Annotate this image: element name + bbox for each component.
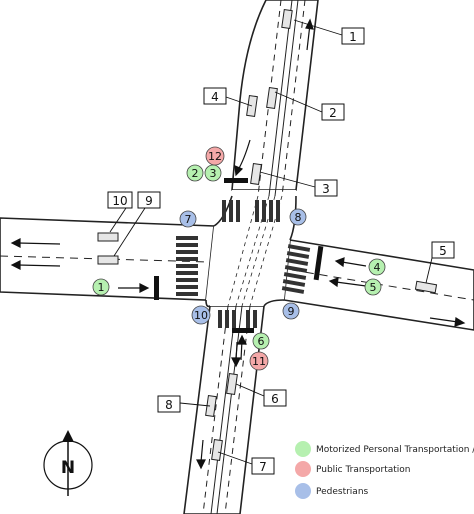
crosswalk-north bbox=[222, 200, 280, 222]
box-label-4: 4 bbox=[211, 90, 219, 104]
label-box-9: 9 bbox=[137, 191, 161, 209]
marker-label-11: 11 bbox=[252, 355, 266, 368]
marker-label-1: 1 bbox=[98, 281, 105, 294]
marker-4: 4 bbox=[368, 258, 386, 276]
legend-label-public: Public Transportation bbox=[316, 465, 410, 475]
marker-5: 5 bbox=[364, 278, 382, 296]
box-label-7: 7 bbox=[259, 460, 267, 474]
marker-8: 8 bbox=[289, 208, 307, 226]
legend-item-public: Public Transportation bbox=[295, 461, 410, 477]
box-label-1: 1 bbox=[349, 30, 357, 44]
box-label-9: 9 bbox=[145, 194, 153, 208]
label-box-4: 4 bbox=[203, 87, 227, 105]
marker-7: 7 bbox=[179, 210, 197, 228]
box-label-2: 2 bbox=[329, 106, 337, 120]
legend-label-pedestrians: Pedestrians bbox=[316, 487, 369, 497]
legend-label-motorized: Motorized Personal Transportation / Bike bbox=[316, 445, 474, 455]
marker-3: 3 bbox=[204, 164, 222, 182]
north-arrow-icon bbox=[62, 430, 74, 442]
label-box-3: 3 bbox=[314, 179, 338, 197]
marker-9: 9 bbox=[282, 302, 300, 320]
marker-label-3: 3 bbox=[210, 167, 217, 180]
marker-12: 12 bbox=[205, 146, 225, 166]
direction-arrows bbox=[10, 18, 466, 470]
label-box-10: 10 bbox=[107, 191, 133, 209]
marker-1: 1 bbox=[92, 278, 110, 296]
crosswalk-south bbox=[218, 310, 257, 328]
box-label-5: 5 bbox=[439, 244, 447, 258]
box-label-10: 10 bbox=[112, 194, 127, 208]
marker-label-5: 5 bbox=[370, 281, 377, 294]
leader-lines bbox=[109, 19, 433, 465]
vehicles bbox=[97, 8, 438, 462]
compass: N bbox=[43, 430, 93, 496]
crosswalk-west bbox=[176, 236, 198, 296]
marker-6: 6 bbox=[252, 332, 270, 350]
compass-north-label: N bbox=[61, 458, 75, 478]
marker-label-10: 10 bbox=[194, 309, 208, 322]
label-box-6: 6 bbox=[263, 389, 287, 407]
marker-10: 10 bbox=[191, 305, 211, 325]
box-label-8: 8 bbox=[165, 398, 173, 412]
marker-2: 2 bbox=[186, 164, 204, 182]
legend-item-motorized: Motorized Personal Transportation / Bike bbox=[295, 441, 474, 457]
marker-label-2: 2 bbox=[192, 167, 199, 180]
marker-label-6: 6 bbox=[258, 335, 265, 348]
label-box-1: 1 bbox=[341, 27, 365, 45]
label-box-8: 8 bbox=[157, 395, 181, 413]
marker-label-7: 7 bbox=[185, 213, 192, 226]
east-center-line bbox=[291, 269, 474, 301]
marker-11: 11 bbox=[249, 351, 269, 371]
label-box-7: 7 bbox=[251, 457, 275, 475]
north-lane-lines bbox=[257, 0, 306, 197]
stop-bars bbox=[154, 178, 324, 333]
intersection-core bbox=[206, 190, 296, 306]
label-box-5: 5 bbox=[431, 241, 455, 259]
marker-label-4: 4 bbox=[374, 261, 381, 274]
south-lane-lines bbox=[202, 305, 251, 514]
label-box-2: 2 bbox=[321, 103, 345, 121]
legend: Motorized Personal Transportation / Bike… bbox=[295, 441, 474, 499]
marker-label-9: 9 bbox=[288, 305, 295, 318]
box-label-6: 6 bbox=[271, 392, 279, 406]
marker-label-8: 8 bbox=[295, 211, 302, 224]
crosswalk-east bbox=[281, 244, 311, 294]
box-label-3: 3 bbox=[322, 182, 330, 196]
marker-label-12: 12 bbox=[208, 150, 222, 163]
legend-item-pedestrians: Pedestrians bbox=[295, 483, 369, 499]
